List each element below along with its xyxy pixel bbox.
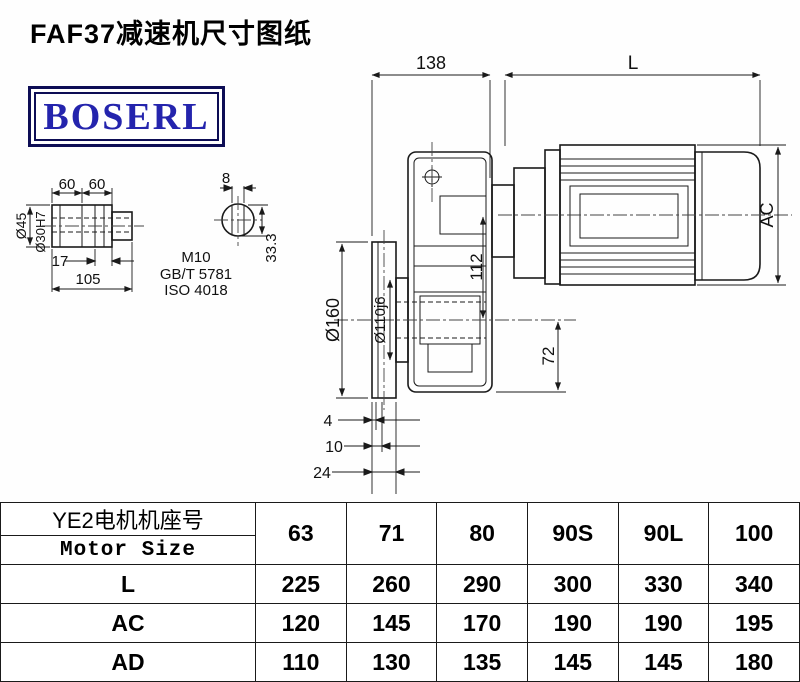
dim-label-33-3: 33.3 (263, 233, 280, 262)
value-AC-80: 170 (437, 604, 528, 643)
value-AD-71: 130 (346, 643, 438, 682)
dim-label-72: 72 (539, 347, 558, 366)
boserl-logo: BOSERL (28, 86, 225, 147)
value-L-80: 290 (437, 565, 528, 604)
adapter-bell-small (491, 184, 515, 258)
value-L-90l: 330 (618, 565, 710, 604)
row-label-AD: AD (1, 643, 256, 682)
detail-lines-group (59, 152, 703, 398)
value-AC-63: 120 (256, 604, 347, 643)
dim-label-AC: AC (757, 202, 777, 227)
value-AD-80: 135 (437, 643, 528, 682)
boserl-logo-text: BOSERL (43, 95, 210, 138)
table-header-cell: YE2电机机座号 Motor Size (1, 503, 256, 565)
dimension-lines-group (26, 71, 782, 397)
dim-label-4: 4 (324, 413, 333, 430)
page-title: FAF37减速机尺寸图纸 (30, 19, 313, 49)
row-label-AC: AC (1, 604, 256, 643)
motor-frame (569, 185, 689, 247)
dim-label-105: 105 (75, 271, 100, 288)
row-label-L: L (1, 565, 256, 604)
motor-fan-cover (694, 151, 761, 281)
dim-label-60-right: 60 (89, 176, 106, 193)
dim-label-dia30H7: Ø30H7 (33, 211, 48, 252)
motor-size-90s: 90S (527, 503, 619, 565)
value-L-90s: 300 (527, 565, 619, 604)
value-AC-100: 195 (709, 604, 800, 643)
note-iso-4018: ISO 4018 (164, 282, 227, 299)
dimension-drawing: 138 L AC 112 72 Ø160 Ø110j6 Ø45 Ø30H7 60… (13, 53, 792, 494)
table-header-en: Motor Size (59, 538, 197, 562)
boserl-logo-frame: BOSERL (34, 92, 219, 141)
value-L-100: 340 (709, 565, 800, 604)
value-AD-63: 110 (256, 643, 347, 682)
dim-label-60-left: 60 (59, 176, 76, 193)
dim-label-dia45: Ø45 (13, 213, 29, 240)
dim-label-L: L (628, 53, 639, 74)
note-m10: M10 (181, 249, 210, 266)
value-AC-71: 145 (346, 604, 438, 643)
value-AC-90s: 190 (527, 604, 619, 643)
dim-label-dia110j6: Ø110j6 (372, 296, 389, 343)
value-AC-90l: 190 (618, 604, 710, 643)
motor-size-80: 80 (437, 503, 528, 565)
value-L-71: 260 (346, 565, 438, 604)
table-header-cn: YE2电机机座号 (1, 503, 255, 536)
centerlines-group (42, 142, 792, 410)
value-AD-90l: 145 (618, 643, 710, 682)
motor-nameplate (579, 193, 679, 239)
gearbox-outline-group (51, 144, 761, 399)
small-dimension-group (64, 184, 420, 476)
dim-label-10: 10 (325, 439, 343, 456)
dim-label-dia160: Ø160 (323, 298, 343, 342)
motor-size-71: 71 (346, 503, 438, 565)
dim-label-17: 17 (52, 253, 69, 270)
dim-label-24: 24 (313, 465, 331, 482)
value-L-63: 225 (256, 565, 347, 604)
adapter-bell-large (513, 167, 546, 279)
motor-flange (544, 149, 561, 285)
value-AD-100: 180 (709, 643, 800, 682)
note-gbt-5781: GB/T 5781 (160, 266, 232, 283)
motor-size-90l: 90L (618, 503, 710, 565)
dim-label-112: 112 (467, 253, 486, 280)
gear-housing (407, 151, 493, 393)
motor-size-63: 63 (256, 503, 347, 565)
value-AD-90s: 145 (527, 643, 619, 682)
dim-label-138: 138 (416, 53, 446, 73)
motor-size-100: 100 (709, 503, 800, 565)
motor-size-table: YE2电机机座号 Motor Size 63 71 80 90S 90L 100… (0, 502, 800, 682)
hidden-lines-group (52, 217, 486, 339)
extension-lines-group (26, 80, 786, 494)
dim-label-8: 8 (222, 170, 230, 187)
